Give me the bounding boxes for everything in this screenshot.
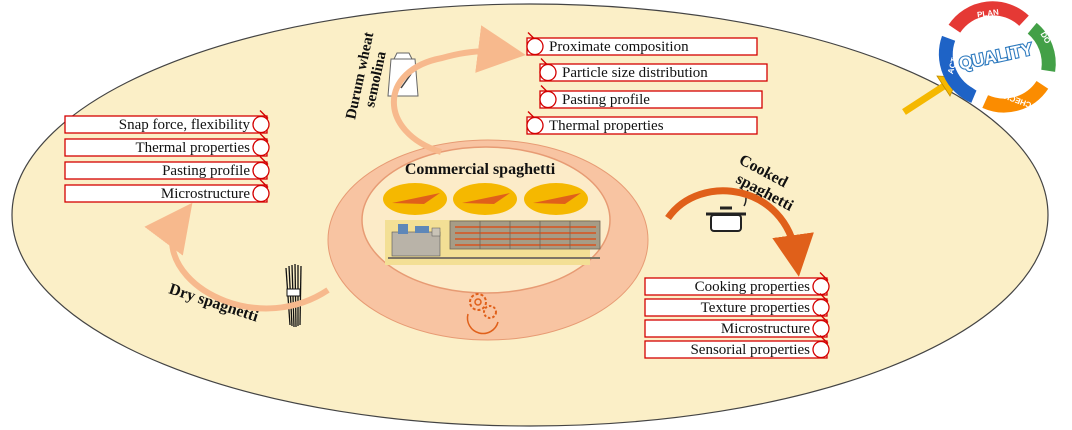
bullet-circle [539,90,557,109]
marker-tick [259,133,269,142]
property-label: Pasting profile [562,92,650,108]
cooked-property-item: Cooking properties [644,272,830,296]
production-line-machine-icon [385,220,601,265]
marker-tick [819,293,829,302]
dry-property-item: Pasting profile [64,156,270,180]
semolina-property-item: Proximate composition [526,32,758,56]
pasta-shape-icon [453,183,517,215]
bullet-circle [539,63,557,82]
check-segment [982,80,1049,113]
semolina-property-item: Pasting profile [539,85,763,109]
property-label: Thermal properties [549,118,664,134]
property-label: Snap force, flexibility [119,117,251,133]
plan-segment [948,1,1029,33]
bullet-circle [252,161,270,180]
property-label: Microstructure [721,321,810,337]
bullet-circle [252,184,270,203]
cooked-property-item: Texture properties [644,293,830,317]
dry-arrow [144,202,330,312]
marker-tick [259,110,269,119]
gear-icon [466,293,499,335]
marker-tick [819,335,829,344]
property-label: Texture properties [701,300,810,316]
plan-label: PLAN [977,8,1000,20]
property-label: Cooking properties [695,279,811,295]
cooked-property-item: Microstructure [644,314,830,338]
dry-spaghetti-bundle-icon [285,263,302,328]
marker-tick [819,314,829,323]
bullet-circle [812,298,830,317]
cooked-arrow [665,187,814,277]
bullet-circle [252,138,270,157]
dry-property-item: Thermal properties [64,133,270,157]
property-label: Pasting profile [162,163,250,179]
act-segment [938,35,978,103]
semolina-property-item: Thermal properties [526,111,758,135]
bullet-circle [812,340,830,359]
bullet-circle [526,37,544,56]
do-segment [1027,22,1056,72]
bullet-circle [812,277,830,296]
cooking-pot-icon [706,189,749,232]
bullet-circle [526,116,544,135]
property-label: Sensorial properties [690,342,810,358]
marker-tick [819,272,829,281]
marker-tick [259,179,269,188]
quality-cycle: QUALITY PLAN DO CHECK ACT [938,1,1056,113]
dry-property-item: Microstructure [64,179,270,203]
property-label: Proximate composition [549,39,689,55]
marker-tick [259,156,269,165]
semolina-property-item: Particle size distribution [539,58,768,82]
semolina-arrow [390,25,526,155]
pasta-shape-icon [524,183,588,215]
property-label: Microstructure [161,186,250,202]
pasta-shape-icon [383,183,447,215]
bullet-circle [252,115,270,134]
property-label: Particle size distribution [562,65,708,81]
property-label: Thermal properties [135,140,250,156]
center-title: Commercial spaghetti [405,161,556,178]
bullet-circle [812,319,830,338]
cooked-property-item: Sensorial properties [644,335,830,359]
dry-property-item: Snap force, flexibility [64,110,270,134]
act-label: ACT [946,57,959,75]
